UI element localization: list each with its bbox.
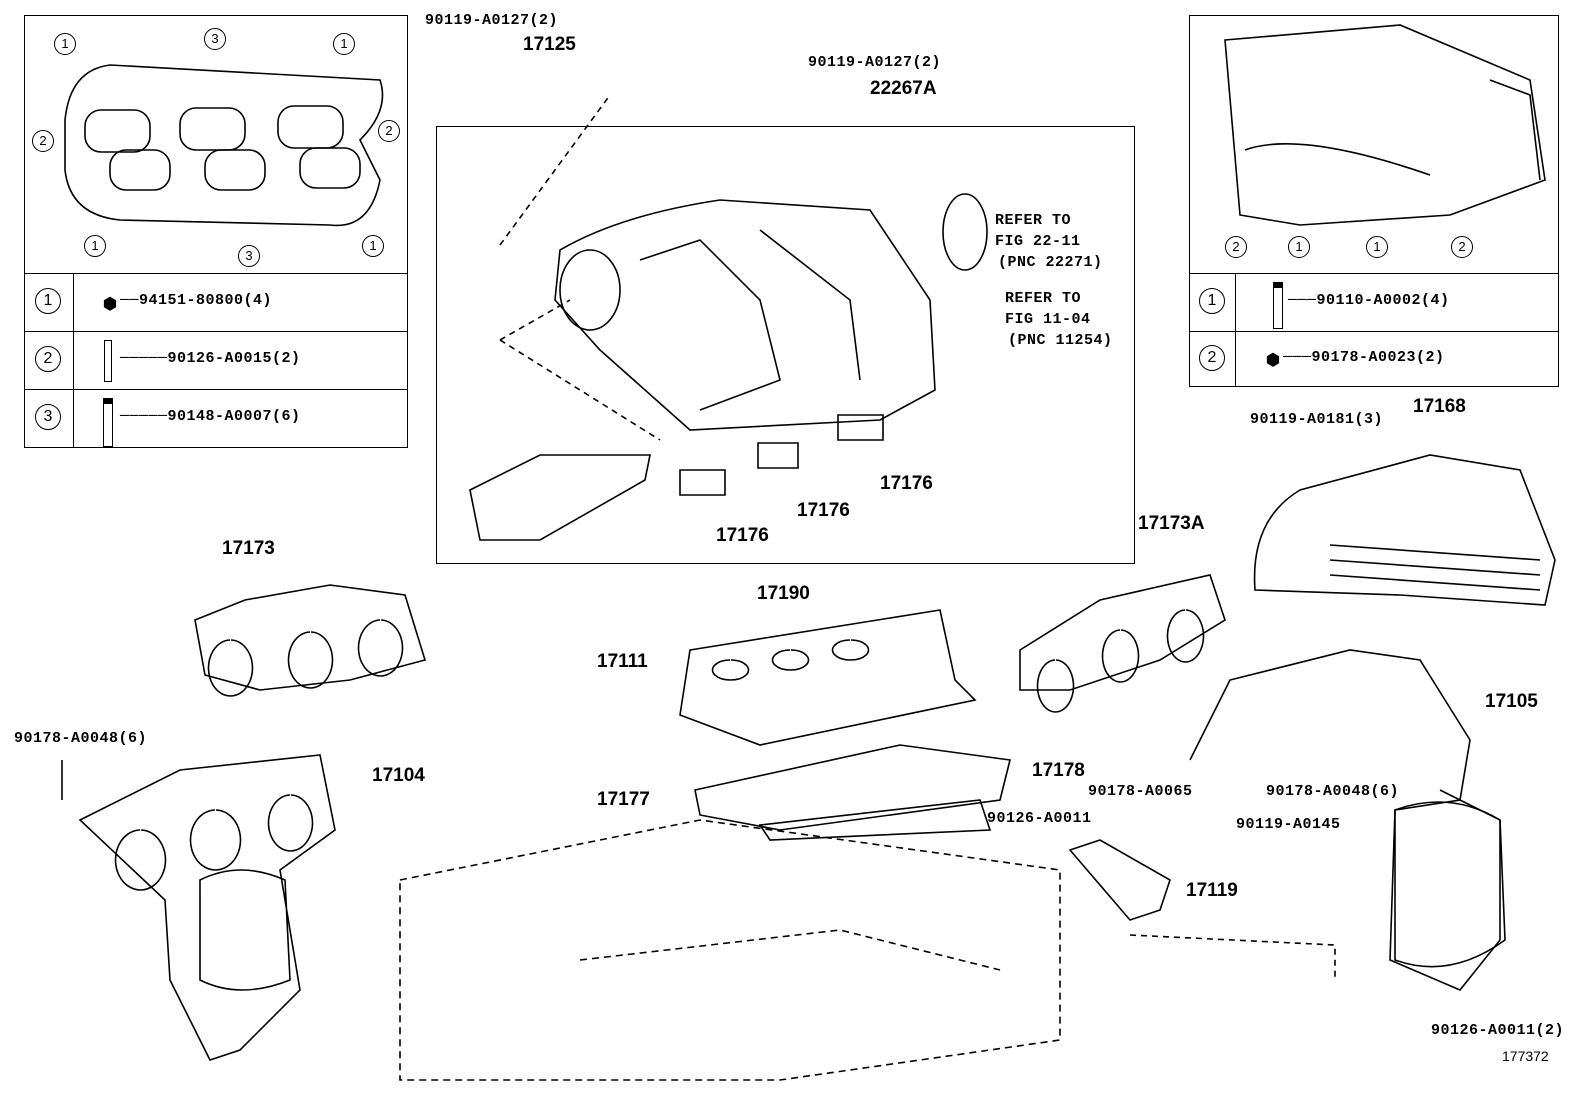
part-number: 94151-80800(4) <box>139 292 273 309</box>
part-label: 17177 <box>597 789 650 810</box>
legend-key: 2 <box>35 346 61 372</box>
reference-note: FIG 22-11 <box>995 233 1081 250</box>
part-label: 17178 <box>1032 760 1085 781</box>
nut-icon: ⬢ <box>103 296 117 314</box>
part-label: 17105 <box>1485 691 1538 712</box>
part-label: 17173 <box>222 538 275 559</box>
callout-marker: 2 <box>32 130 54 152</box>
reference-note: (PNC 22271) <box>998 254 1103 271</box>
part-label: 90178-A0048(6) <box>1266 783 1400 800</box>
upper-manifold-illustration-right <box>1224 24 1546 226</box>
gasket-illustration-left <box>64 64 384 227</box>
legend-key: 1 <box>35 288 61 314</box>
gasket-17177-17178-illustration <box>694 744 1011 841</box>
callout-marker: 2 <box>1225 236 1247 258</box>
part-label: 17168 <box>1413 396 1466 417</box>
part-label: 90119-A0145 <box>1236 816 1341 833</box>
callout-marker: 1 <box>54 33 76 55</box>
part-label: 17119 <box>1186 880 1238 901</box>
legend-part-number: ─────90126-A0015(2) <box>120 350 301 367</box>
legend-key: 2 <box>1199 345 1225 371</box>
part-label: 17176 <box>716 525 769 546</box>
callout-marker: 3 <box>204 28 226 50</box>
callout-marker: 1 <box>84 235 106 257</box>
part-number: 90126-A0015(2) <box>167 350 301 367</box>
part-label: 17111 <box>597 651 648 672</box>
reference-note: (PNC 11254) <box>1008 332 1113 349</box>
part-label: 90119-A0181(3) <box>1250 411 1384 428</box>
legend-part-number: ─────90148-A0007(6) <box>120 408 301 425</box>
callout-marker: 1 <box>1288 236 1310 258</box>
legend-part-number: ───90110-A0002(4) <box>1288 292 1450 309</box>
callout-marker: 2 <box>378 120 400 142</box>
part-number: 90110-A0002(4) <box>1316 292 1450 309</box>
part-number: 90178-A0023(2) <box>1311 349 1445 366</box>
reference-note: REFER TO <box>1005 290 1082 307</box>
callout-marker: 1 <box>1366 236 1388 258</box>
part-label: 17176 <box>797 500 850 521</box>
part-label: 17125 <box>523 34 576 55</box>
intake-manifold-assembly-box <box>436 126 1135 564</box>
stud-icon <box>104 340 112 382</box>
legend-key: 3 <box>35 404 61 430</box>
bracket-17119-illustration <box>1068 839 1171 921</box>
reference-note: FIG 11-04 <box>1005 311 1091 328</box>
legend-box-left <box>24 15 408 448</box>
part-label: 90119-A0127(2) <box>425 12 559 29</box>
part-label: 17104 <box>372 765 425 786</box>
diagram-id: 177372 <box>1502 1048 1549 1064</box>
part-label: 17173A <box>1138 513 1205 534</box>
legend-part-number: ───90178-A0023(2) <box>1283 349 1445 366</box>
part-label: 17190 <box>757 583 810 604</box>
bolt-icon <box>103 398 113 447</box>
leader-line-dashed <box>1129 934 1336 980</box>
reference-note: REFER TO <box>995 212 1072 229</box>
part-label: 90119-A0127(2) <box>808 54 942 71</box>
callout-marker: 3 <box>238 245 260 267</box>
legend-part-number: ──94151-80800(4) <box>120 292 273 309</box>
nut-icon: ⬢ <box>1266 352 1280 370</box>
engine-block-outline <box>399 819 1061 1081</box>
bolt-icon <box>1273 282 1283 329</box>
catalytic-converter-illustration <box>1394 801 1506 968</box>
part-label: 90178-A0048(6) <box>14 730 148 747</box>
part-label: 90126-A0011(2) <box>1431 1022 1565 1039</box>
exhaust-manifold-17104-illustration <box>78 754 336 1061</box>
gasket-17173-illustration <box>194 584 427 697</box>
part-number: 90148-A0007(6) <box>167 408 301 425</box>
part-label: 22267A <box>870 78 937 99</box>
part-label: 90178-A0065 <box>1088 783 1193 800</box>
exhaust-manifold-17105-illustration <box>1189 649 1501 991</box>
legend-key: 1 <box>1199 288 1225 314</box>
part-label: 17176 <box>880 473 933 494</box>
legend-box-right <box>1189 15 1559 387</box>
heat-insulator-17168-illustration <box>1253 454 1556 606</box>
part-label: 90126-A0011 <box>987 810 1092 827</box>
callout-marker: 2 <box>1451 236 1473 258</box>
intake-manifold-illustration <box>469 94 988 541</box>
lower-manifold-17111-illustration <box>679 609 977 746</box>
gasket-17173a-illustration <box>1019 574 1226 713</box>
callout-marker: 1 <box>362 235 384 257</box>
callout-marker: 1 <box>333 33 355 55</box>
